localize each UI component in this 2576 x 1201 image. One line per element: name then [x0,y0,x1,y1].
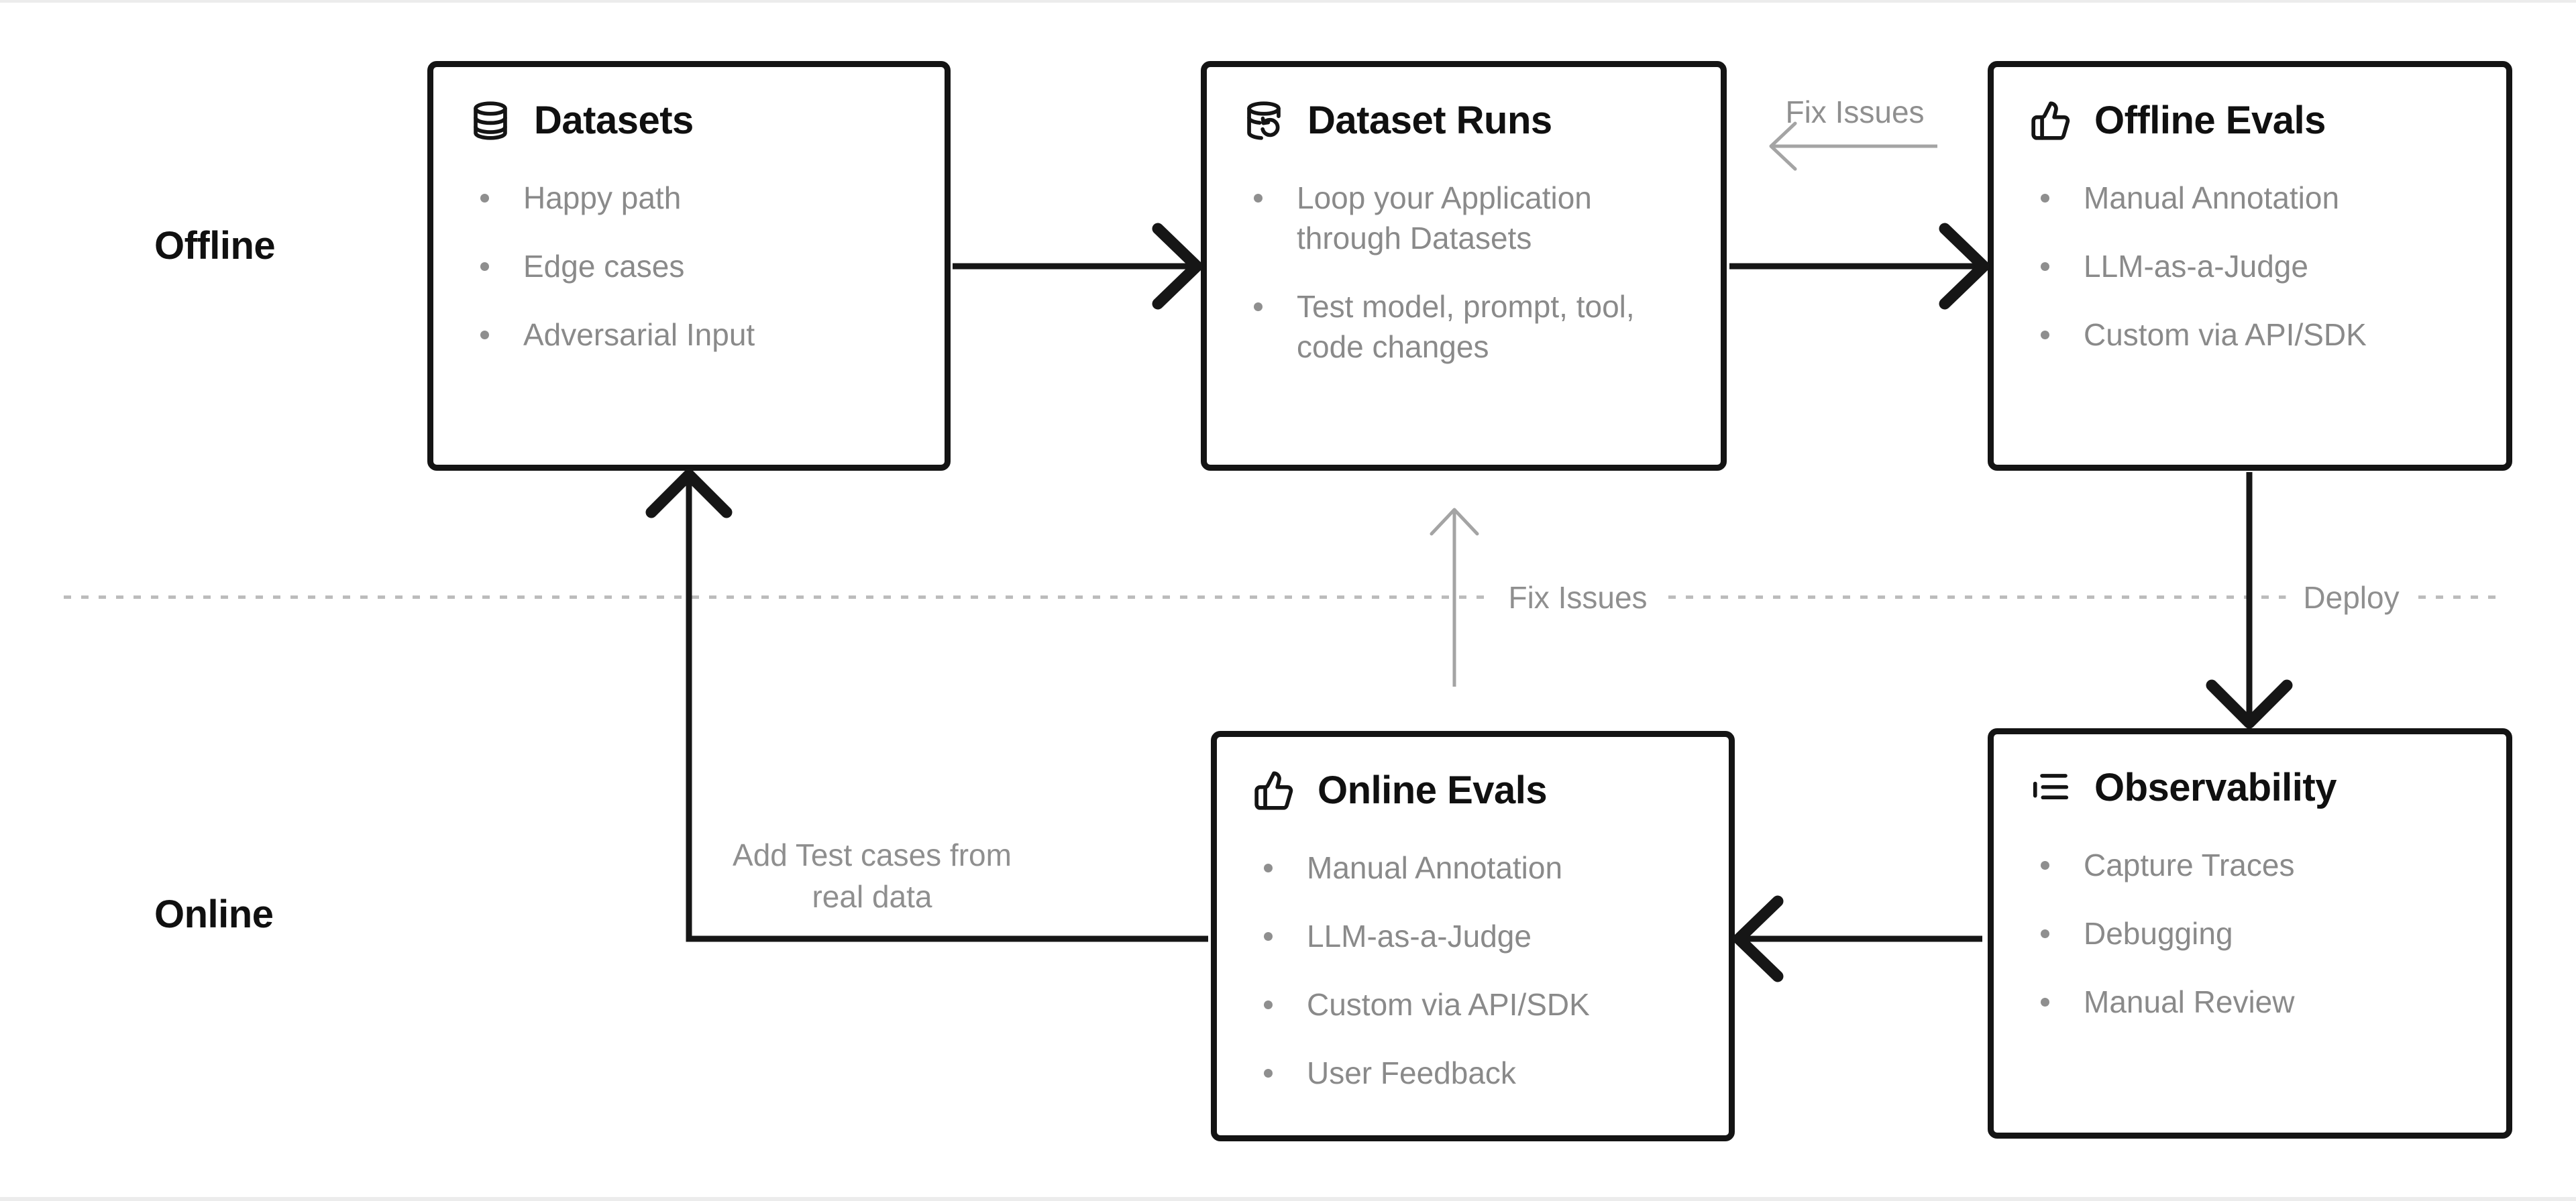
observability-node: Observability Capture Traces Debugging M… [1988,728,2512,1139]
online-section-label: Online [154,893,274,936]
online-evals-node: Online Evals Manual Annotation LLM-as-a-… [1211,731,1735,1141]
list-item: Adversarial Input [471,314,899,355]
offline-evals-list: Manual Annotation LLM-as-a-Judge Custom … [1994,178,2506,355]
list-item: Capture Traces [2031,845,2459,885]
arrow-fix-issues-offline-evals-to-dataset-runs [1769,121,1937,171]
deploy-label: Deploy [2286,579,2417,616]
offline-evals-title: Offline Evals [2094,99,2326,142]
thumbs-up-icon [2030,100,2072,141]
list-item: Custom via API/SDK [1254,984,1682,1025]
online-evals-title: Online Evals [1318,768,1548,812]
arrow-observability-to-online-evals [1733,895,1982,982]
list-item: Custom via API/SDK [2031,314,2459,355]
list-item: Debugging [2031,913,2459,954]
offline-online-divider-line [64,595,2496,599]
observability-header: Observability [1994,734,2506,810]
arrow-datasets-to-dataset-runs [953,223,1203,310]
fix-issues-top-label: Fix Issues [1785,95,1925,129]
dataset-runs-header: Dataset Runs [1207,67,1721,143]
offline-evals-header: Offline Evals [1994,67,2506,143]
list-item: Manual Annotation [1254,848,1682,888]
list-item: User Feedback [1254,1053,1682,1093]
dataset-runs-title: Dataset Runs [1307,99,1552,142]
datasets-title: Datasets [534,99,694,142]
offline-evals-node: Offline Evals Manual Annotation LLM-as-a… [1988,61,2512,471]
thumbs-up-icon [1253,770,1295,811]
dataset-runs-list: Loop your Application through Datasets T… [1207,178,1721,367]
observability-list: Capture Traces Debugging Manual Review [1994,845,2506,1022]
datasets-header: Datasets [433,67,945,143]
list-item: LLM-as-a-Judge [2031,246,2459,286]
list-item: Loop your Application through Datasets [1244,178,1672,258]
offline-section-label: Offline [154,224,276,268]
arrow-dataset-runs-to-offline-evals [1729,223,1990,310]
list-item: Edge cases [471,246,899,286]
list-tree-icon [2030,767,2072,809]
datasets-list: Happy path Edge cases Adversarial Input [433,178,945,355]
online-evals-header: Online Evals [1217,737,1729,813]
list-item: Manual Review [2031,982,2459,1022]
online-evals-list: Manual Annotation LLM-as-a-Judge Custom … [1217,848,1729,1093]
list-item: LLM-as-a-Judge [1254,916,1682,956]
fix-issues-middle-label: Fix Issues [1491,579,1665,616]
list-item: Manual Annotation [2031,178,2459,218]
datasets-node: Datasets Happy path Edge cases Adversari… [427,61,951,471]
database-refresh-icon [1243,100,1285,141]
database-icon [470,100,511,141]
list-item: Happy path [471,178,899,218]
page-top-edge [0,0,2576,3]
dataset-runs-node: Dataset Runs Loop your Application throu… [1201,61,1727,471]
page-bottom-edge [0,1197,2576,1201]
observability-title: Observability [2094,766,2337,809]
list-item: Test model, prompt, tool, code changes [1244,286,1672,367]
add-test-cases-label: Add Test cases from real data [733,838,1012,914]
